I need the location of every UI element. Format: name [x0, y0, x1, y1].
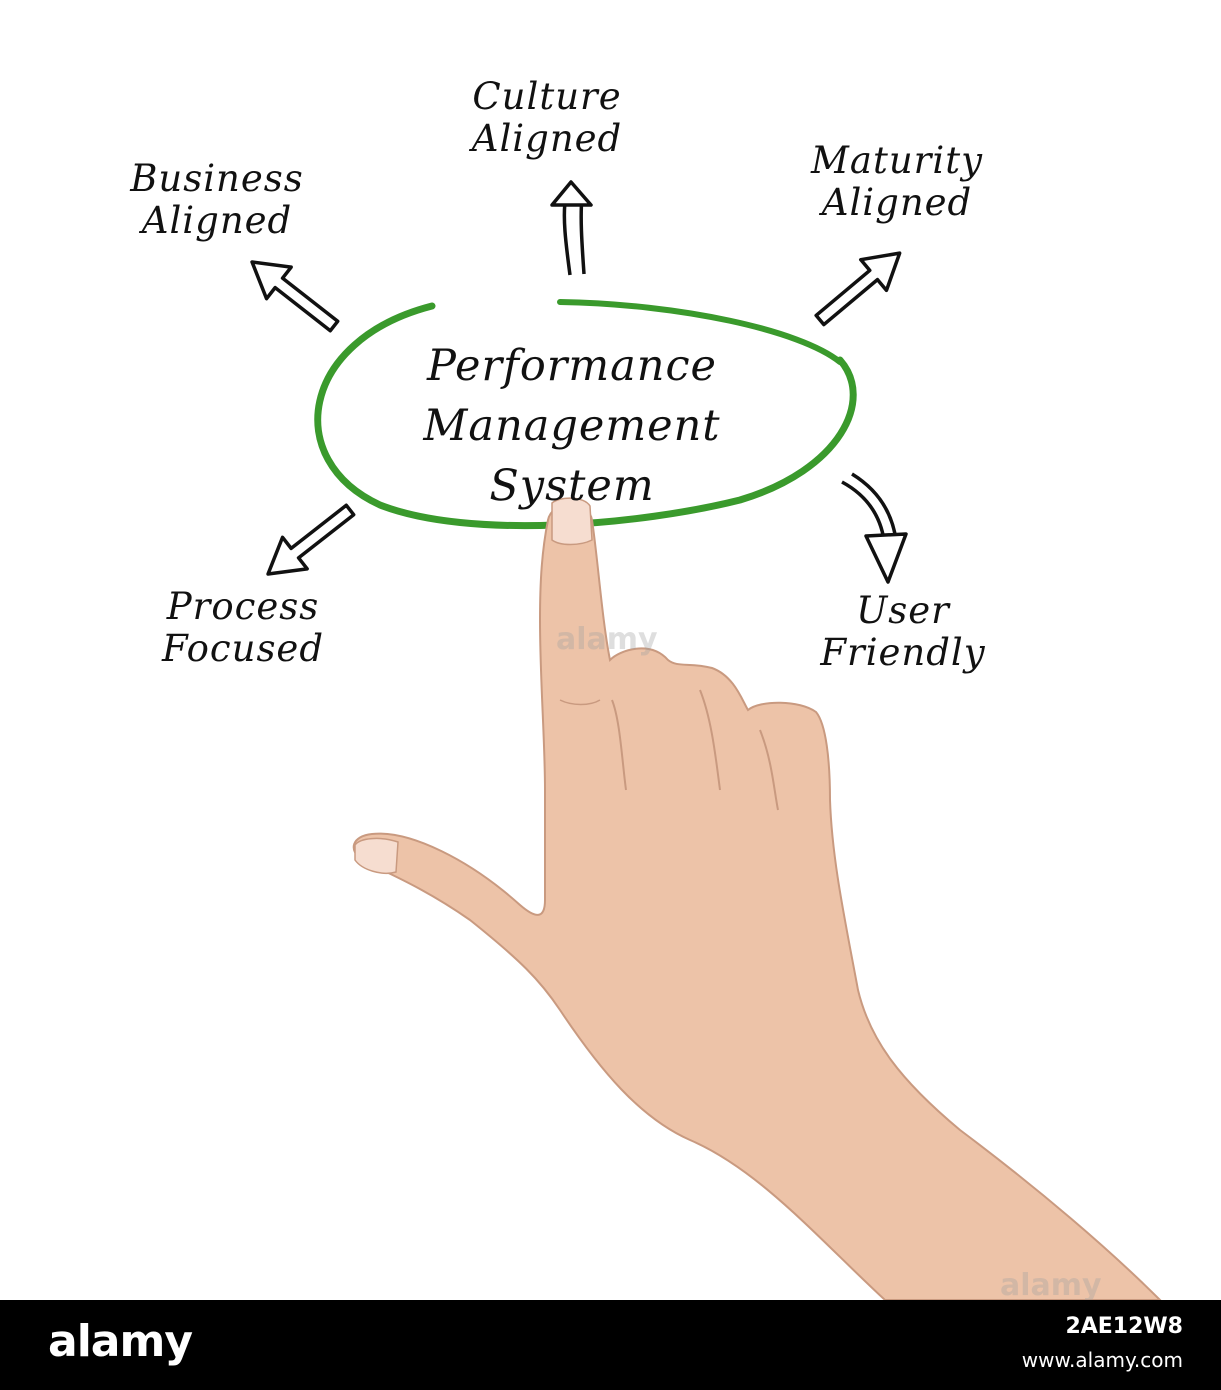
node-user-friendly-line-2: Friendly	[820, 631, 986, 674]
center-node-label: Performance Management System	[372, 336, 772, 516]
arrow-to-culture-aligned	[550, 180, 593, 276]
node-process-focused: Process Focused	[128, 586, 358, 670]
node-maturity-aligned-line-1: Maturity	[811, 139, 983, 182]
center-label-line-3: System	[489, 461, 655, 511]
node-user-friendly-line-1: User	[856, 589, 950, 632]
node-process-focused-line-1: Process	[166, 585, 320, 628]
node-culture-aligned-line-1: Culture	[472, 75, 622, 118]
watermark-2: alamy	[1000, 1268, 1102, 1303]
arrow-to-business-aligned	[237, 244, 349, 344]
node-maturity-aligned-line-2: Aligned	[821, 181, 973, 224]
node-user-friendly: User Friendly	[788, 590, 1018, 674]
node-business-aligned-line-2: Aligned	[141, 199, 293, 242]
diagram-svg	[237, 180, 1162, 1300]
node-maturity-aligned: Maturity Aligned	[782, 140, 1012, 224]
node-business-aligned-line-1: Business	[130, 157, 304, 200]
image-id: 2AE12W8	[1065, 1314, 1183, 1339]
pointing-hand-icon	[352, 497, 1162, 1300]
node-culture-aligned: Culture Aligned	[432, 76, 662, 160]
node-business-aligned: Business Aligned	[102, 158, 332, 242]
footer-bar: alamy 2AE12W8 www.alamy.com	[0, 1300, 1221, 1390]
diagram-canvas: Business Aligned Culture Aligned Maturit…	[102, 76, 1162, 1303]
watermark-1: alamy	[556, 622, 658, 657]
center-label-line-2: Management	[423, 401, 721, 451]
center-ellipse	[314, 302, 857, 530]
brand-logo: alamy	[48, 1316, 193, 1367]
node-culture-aligned-line-2: Aligned	[471, 117, 623, 160]
center-label-line-1: Performance	[427, 341, 717, 391]
arrow-to-user-friendly	[841, 472, 908, 584]
arrow-to-process-focused	[253, 492, 365, 592]
node-process-focused-line-2: Focused	[161, 627, 325, 670]
arrow-to-maturity-aligned	[805, 236, 915, 338]
center-ellipse-stroke-2	[557, 299, 843, 365]
site-url: www.alamy.com	[1021, 1348, 1183, 1372]
